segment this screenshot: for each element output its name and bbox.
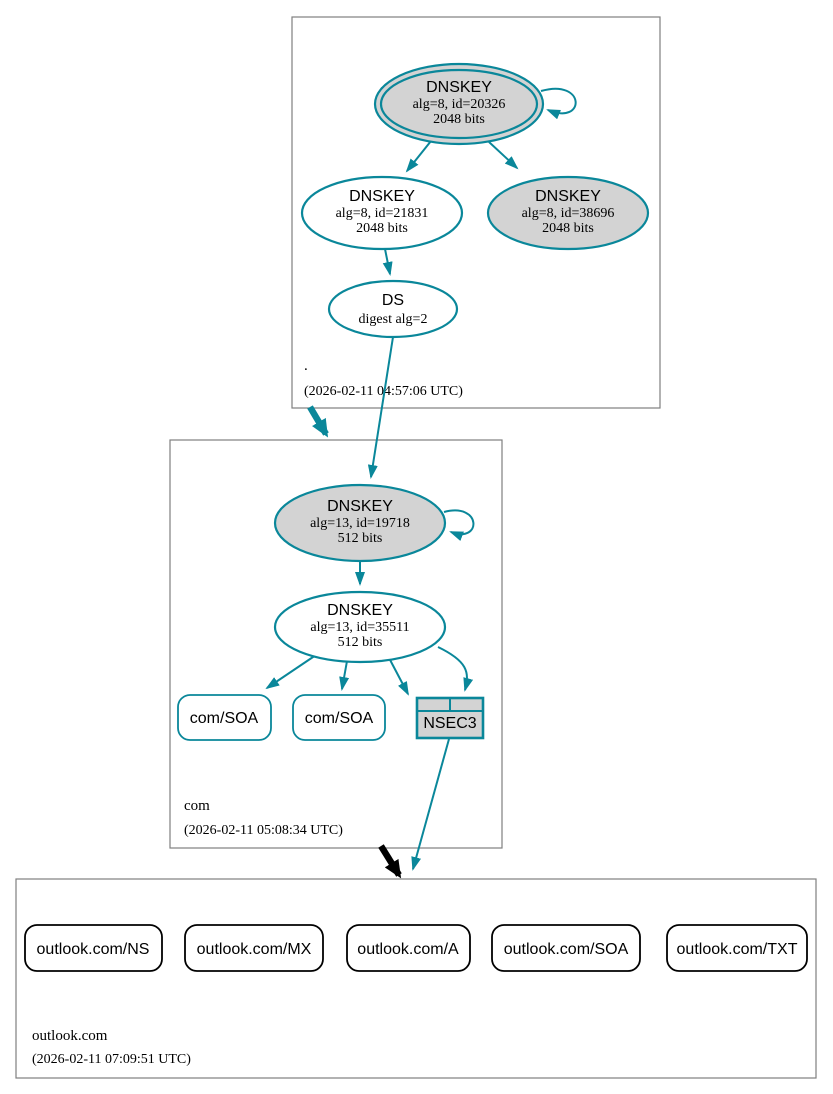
nsec3-proof-edge-outlook xyxy=(411,738,450,871)
rrsig-edge-rootzsk-ds xyxy=(382,248,393,276)
rrset-node-outlook-txt[interactable]: outlook.com/TXT xyxy=(666,924,808,972)
dnskey-node-root-21831[interactable]: DNSKEY alg=8, id=21831 2048 bits xyxy=(300,175,464,251)
rrsig-edge-rootksk-rootksk2 xyxy=(488,141,519,170)
dnskey-title: DNSKEY xyxy=(327,498,393,515)
dnskey-bits: 2048 bits xyxy=(542,221,594,236)
zone-timestamp-com: (2026-02-11 05:08:34 UTC) xyxy=(184,823,343,838)
rrset-node-outlook-a[interactable]: outlook.com/A xyxy=(346,924,471,972)
nsec3-label: NSEC3 xyxy=(423,715,476,732)
rrsig-edge-rootksk-rootzsk xyxy=(405,140,432,173)
rrset-node-outlook-mx[interactable]: outlook.com/MX xyxy=(184,924,324,972)
rrset-label: outlook.com/A xyxy=(357,941,459,958)
rrsig-edge-comzsk-soa1 xyxy=(265,654,317,690)
rrsig-edge-comzsk-nsec3-a xyxy=(387,655,409,696)
rrset-node-outlook-soa[interactable]: outlook.com/SOA xyxy=(491,924,641,972)
ds-digest-alg: digest alg=2 xyxy=(359,312,428,327)
zone-box-com xyxy=(169,439,503,849)
delegation-arrow-root-com xyxy=(307,405,329,438)
dnskey-bits: 512 bits xyxy=(338,635,383,650)
delegation-arrow-com-outlook xyxy=(378,844,402,879)
rrset-node-com-soa-2[interactable]: com/SOA xyxy=(292,694,386,741)
rrset-label: outlook.com/NS xyxy=(37,941,150,958)
rrset-node-com-soa-1[interactable]: com/SOA xyxy=(177,694,272,741)
dnskey-title: DNSKEY xyxy=(426,79,492,96)
dnskey-title: DNSKEY xyxy=(535,188,601,205)
dnskey-node-root-20326[interactable]: DNSKEY alg=8, id=20326 2048 bits xyxy=(373,62,545,146)
dnskey-alg-id: alg=8, id=20326 xyxy=(413,97,506,112)
dnskey-node-root-38696[interactable]: DNSKEY alg=8, id=38696 2048 bits xyxy=(486,175,650,251)
rrsig-edge-comzsk-soa2 xyxy=(339,660,350,691)
rrsig-edge-comzsk-nsec3-b xyxy=(437,646,474,692)
rrset-label: outlook.com/SOA xyxy=(504,941,629,958)
rrset-node-outlook-ns[interactable]: outlook.com/NS xyxy=(24,924,163,972)
dnskey-title: DNSKEY xyxy=(327,602,393,619)
ds-edge-ds-comksk xyxy=(367,336,394,479)
dnskey-title: DNSKEY xyxy=(349,188,415,205)
zone-label-root: . xyxy=(304,358,308,374)
rrset-label: outlook.com/MX xyxy=(197,941,312,958)
dnskey-alg-id: alg=13, id=19718 xyxy=(310,516,410,531)
dnskey-alg-id: alg=8, id=21831 xyxy=(336,206,429,221)
zone-label-outlook: outlook.com xyxy=(32,1028,108,1044)
ds-title: DS xyxy=(382,292,404,309)
nsec3-node-com[interactable]: NSEC3 xyxy=(415,696,485,740)
dnskey-bits: 2048 bits xyxy=(356,221,408,236)
zone-timestamp-outlook: (2026-02-11 07:09:51 UTC) xyxy=(32,1052,191,1067)
self-sign-loop-comksk xyxy=(443,509,475,541)
ds-node-root[interactable]: DS digest alg=2 xyxy=(327,279,459,339)
self-sign-loop-rootksk xyxy=(540,87,577,120)
rrset-label: outlook.com/TXT xyxy=(677,941,798,958)
zone-label-com: com xyxy=(184,798,210,814)
zone-box-root xyxy=(291,16,661,409)
zone-box-outlook xyxy=(15,878,817,1079)
dnskey-bits: 2048 bits xyxy=(433,112,485,127)
rrset-label: com/SOA xyxy=(190,710,259,727)
dnskey-node-com-19718[interactable]: DNSKEY alg=13, id=19718 512 bits xyxy=(273,483,447,563)
rrset-label: com/SOA xyxy=(305,710,374,727)
dnskey-bits: 512 bits xyxy=(338,531,383,546)
dnskey-alg-id: alg=8, id=38696 xyxy=(522,206,615,221)
dnskey-node-com-35511[interactable]: DNSKEY alg=13, id=35511 512 bits xyxy=(273,590,447,664)
dnskey-alg-id: alg=13, id=35511 xyxy=(310,620,409,635)
